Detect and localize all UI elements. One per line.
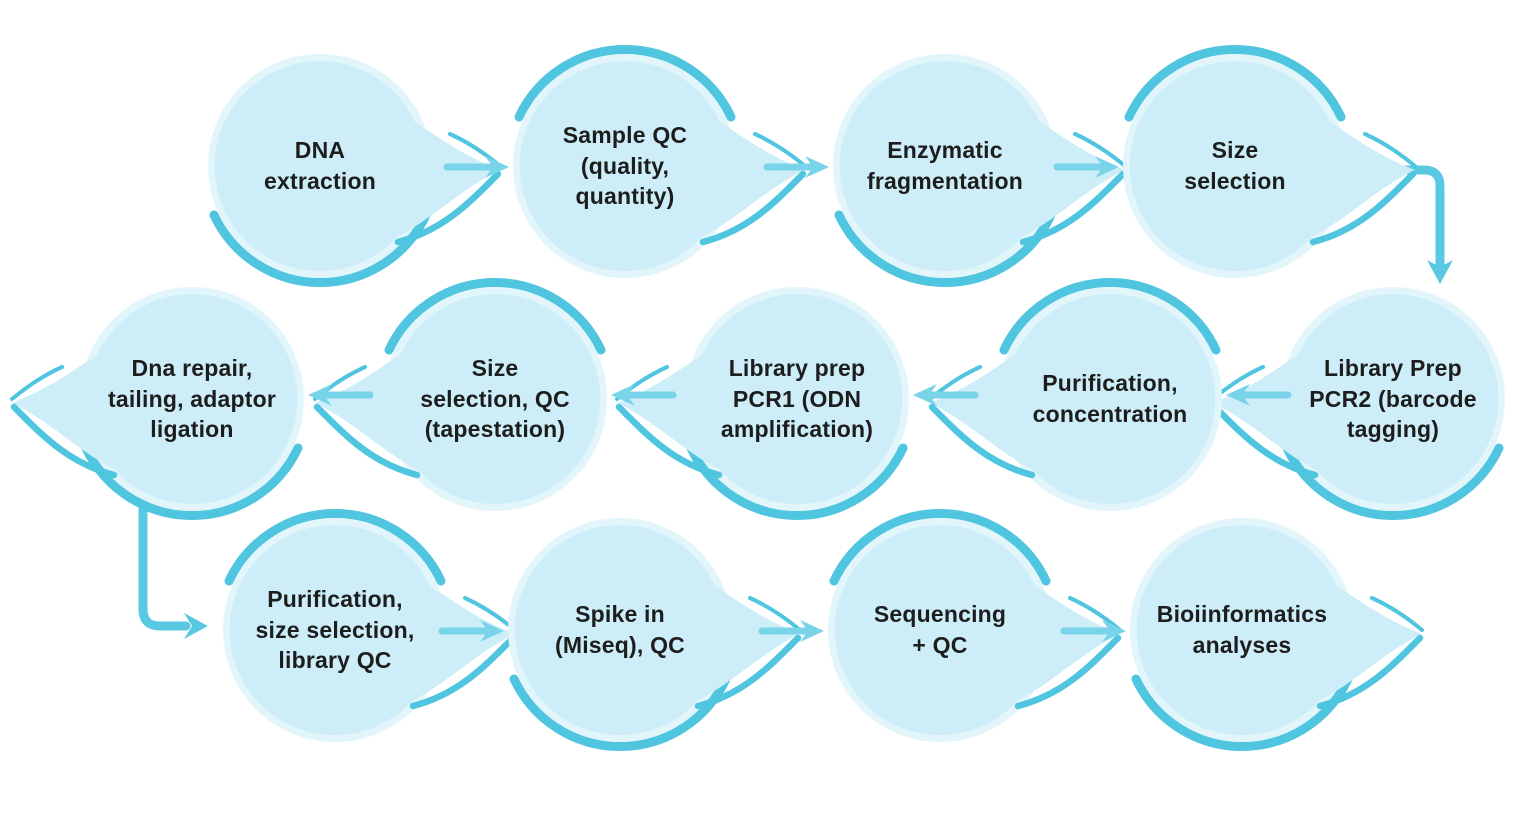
bubble-crescent-swoosh <box>81 443 303 520</box>
bubble-droplet <box>1129 61 1415 272</box>
arrow-library-prep-pcr2-to-purification-concentration <box>1226 384 1292 406</box>
bubble-tail-flick <box>753 132 807 168</box>
bubble-tail-flick <box>1370 596 1424 632</box>
flow-node-label: Sample QC (quality, quantity) <box>562 122 688 210</box>
flow-node-purification-size-selection <box>223 509 517 742</box>
flow-node-label: Size selection, QC (tapestation) <box>420 355 570 443</box>
arrow-dna-repair-ligation-to-purification-size-selection <box>138 454 208 639</box>
bubble-crescent-swoosh <box>209 210 431 287</box>
bubble-tail-underswoosh <box>394 170 502 246</box>
arrow-dna-extraction-to-sample-qc <box>443 156 509 178</box>
arrow-sequencing-qc-to-bioinformatics <box>1060 620 1126 642</box>
flow-node-enzymatic-fragmentation <box>833 54 1127 287</box>
bubble-crescent-swoosh <box>834 210 1056 287</box>
bubble-crescent-swoosh <box>224 509 446 586</box>
flow-node-library-prep-pcr1 <box>615 287 909 520</box>
bubble-droplet <box>514 525 800 736</box>
bubble-tail-underswoosh <box>1316 634 1424 710</box>
flow-node-sequencing-qc <box>828 509 1122 742</box>
bubble-crescent-swoosh <box>686 443 908 520</box>
bubble-droplet <box>1213 294 1499 505</box>
bubble-droplet <box>617 294 903 505</box>
flow-node-library-prep-pcr2 <box>1211 287 1505 520</box>
bubble-tail-flick <box>748 596 802 632</box>
flow-node-label: Bioiinformatics analyses <box>1156 601 1328 658</box>
bubble-droplet <box>214 61 501 272</box>
bubble-crescent-swoosh <box>999 278 1221 355</box>
arrow-sample-qc-to-enzymatic-fragmentation <box>763 156 829 178</box>
bubble-crescent-swoosh <box>509 674 731 751</box>
arrow-enzymatic-fragmentation-to-size-selection <box>1053 156 1119 178</box>
flow-node-label: Enzymatic fragmentation <box>867 137 1023 194</box>
bubble-droplet <box>834 525 1120 736</box>
bubble-droplet <box>519 61 805 272</box>
bubble-tail-underswoosh <box>699 170 807 246</box>
flow-node-label: Library Prep PCR2 (barcode tagging) <box>1309 355 1477 443</box>
flow-node-label: Dna repair, tailing, adaptor ligation <box>107 355 277 443</box>
bubble-tail-underswoosh <box>409 634 517 710</box>
arrow-purification-size-selection-to-spike-in <box>438 620 504 642</box>
bubble-droplet <box>229 525 516 736</box>
flow-node-size-selection-qc <box>313 278 607 511</box>
flow-node-dna-repair-ligation <box>10 287 304 520</box>
flow-node-size-selection <box>1123 45 1417 278</box>
bubble-tail-underswoosh <box>1211 403 1319 479</box>
bubble-droplet <box>839 61 1125 272</box>
flow-node-label: DNA extraction <box>264 137 376 194</box>
bubble-crescent-swoosh <box>829 509 1051 586</box>
bubble-tail-underswoosh <box>615 403 723 479</box>
flow-node-sample-qc <box>513 45 807 278</box>
arrow-purification-concentration-to-library-prep-pcr1 <box>913 384 979 406</box>
arrow-size-selection-qc-to-dna-repair-ligation <box>308 384 374 406</box>
flow-node-label: Size selection <box>1184 137 1286 194</box>
flow-node-label: Purification, concentration <box>1032 370 1188 427</box>
arrow-size-selection-to-library-prep-pcr2 <box>1367 165 1453 284</box>
bubble-tail-underswoosh <box>1019 170 1127 246</box>
flow-node-purification-concentration <box>928 278 1222 511</box>
bubble-crescent-swoosh <box>1282 443 1504 520</box>
arrow-spike-in-to-sequencing-qc <box>758 620 824 642</box>
bubble-crescent-swoosh <box>1131 674 1353 751</box>
bubble-tail-flick <box>1363 132 1417 168</box>
bubble-tail-flick <box>10 365 64 401</box>
flow-node-label: Library prep PCR1 (ODN amplification) <box>720 355 874 443</box>
bubble-droplet <box>315 294 601 505</box>
bubble-tail-underswoosh <box>928 403 1036 479</box>
bubble-tail-underswoosh <box>694 634 802 710</box>
bubble-tail-flick <box>1073 132 1127 168</box>
bubble-droplet <box>12 294 298 505</box>
bubble-crescent-swoosh <box>514 45 736 122</box>
bubble-tail-underswoosh <box>1309 170 1417 246</box>
flow-node-label: Sequencing + QC <box>873 601 1007 658</box>
bubble-droplet <box>1136 525 1422 736</box>
flow-node-bioinformatics <box>1130 518 1424 751</box>
flow-node-label: Purification, size selection, library QC <box>255 586 415 674</box>
bubble-crescent-swoosh <box>384 278 606 355</box>
bubble-droplet <box>930 294 1216 505</box>
bubble-tail-underswoosh <box>10 403 118 479</box>
arrow-library-prep-pcr1-to-size-selection-qc <box>611 384 677 406</box>
bubble-tail-underswoosh <box>1014 634 1122 710</box>
flow-node-spike-in <box>508 518 802 751</box>
flow-node-dna-extraction <box>208 54 502 287</box>
bubble-tail-underswoosh <box>313 403 421 479</box>
flow-node-label: Spike in (Miseq), QC <box>555 601 685 658</box>
bubble-crescent-swoosh <box>1124 45 1346 122</box>
